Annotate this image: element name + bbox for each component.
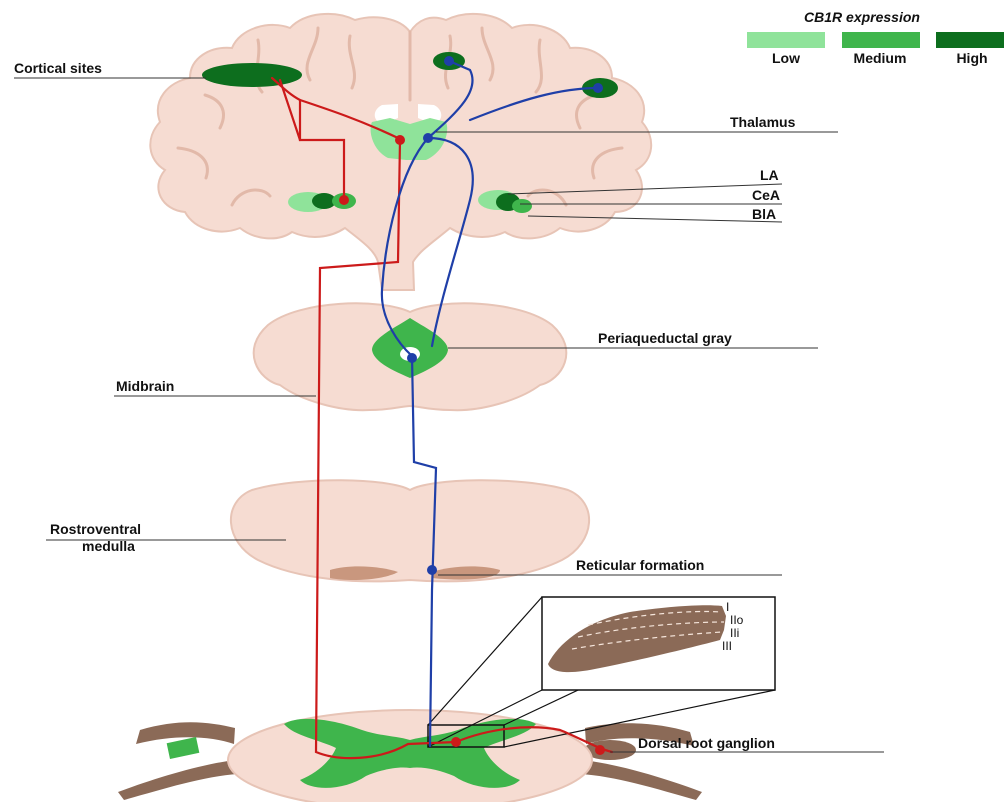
label-reticular-formation: Reticular formation (576, 557, 704, 573)
legend-swatch-medium (842, 32, 920, 48)
lamina-iii-inner-label: IIi (730, 626, 739, 640)
label-dorsal-root-ganglion: Dorsal root ganglion (638, 735, 775, 751)
blue-node-cortex-right (593, 83, 603, 93)
medulla-outline (231, 480, 589, 581)
blue-node-reticular (427, 565, 437, 575)
red-node-amygdala (339, 195, 349, 205)
legend-label-low: Low (772, 50, 800, 66)
red-node-thalamus (395, 135, 405, 145)
label-cortical-sites: Cortical sites (14, 60, 102, 76)
nerve-root-right-lower (580, 760, 702, 800)
drg-left-marker (167, 737, 200, 759)
cortical-site-left (202, 63, 302, 87)
label-bla: BlA (752, 206, 776, 222)
legend-swatch-high (936, 32, 1004, 48)
legend-label-high: High (956, 50, 987, 66)
label-cea: CeA (752, 187, 780, 203)
lamina-i-label: I (726, 600, 729, 614)
red-node-dorsal-horn (451, 737, 461, 747)
red-node-drg (595, 745, 605, 755)
lamina-iii-label: III (722, 639, 732, 653)
legend-label-medium: Medium (854, 50, 907, 66)
nerve-root-left-lower (118, 760, 238, 800)
legend-swatch-low (747, 32, 825, 48)
label-rostroventral-line1: Rostroventral (50, 521, 141, 537)
blue-node-cortex-top (444, 56, 454, 66)
medulla-section (231, 480, 589, 581)
label-midbrain: Midbrain (116, 378, 174, 394)
inset-connector-top-left (428, 597, 542, 725)
label-la: LA (760, 167, 779, 183)
legend: CB1R expression Low Medium High (747, 9, 1004, 66)
label-periaqueductal-gray: Periaqueductal gray (598, 330, 732, 346)
blue-node-pag (407, 353, 417, 363)
blue-node-thalamus (423, 133, 433, 143)
legend-title: CB1R expression (804, 9, 920, 25)
label-thalamus: Thalamus (730, 114, 796, 130)
amygdala-bla-right (512, 199, 532, 213)
lamina-iio-label: IIo (730, 613, 744, 627)
label-rostroventral-line2: medulla (82, 538, 135, 554)
